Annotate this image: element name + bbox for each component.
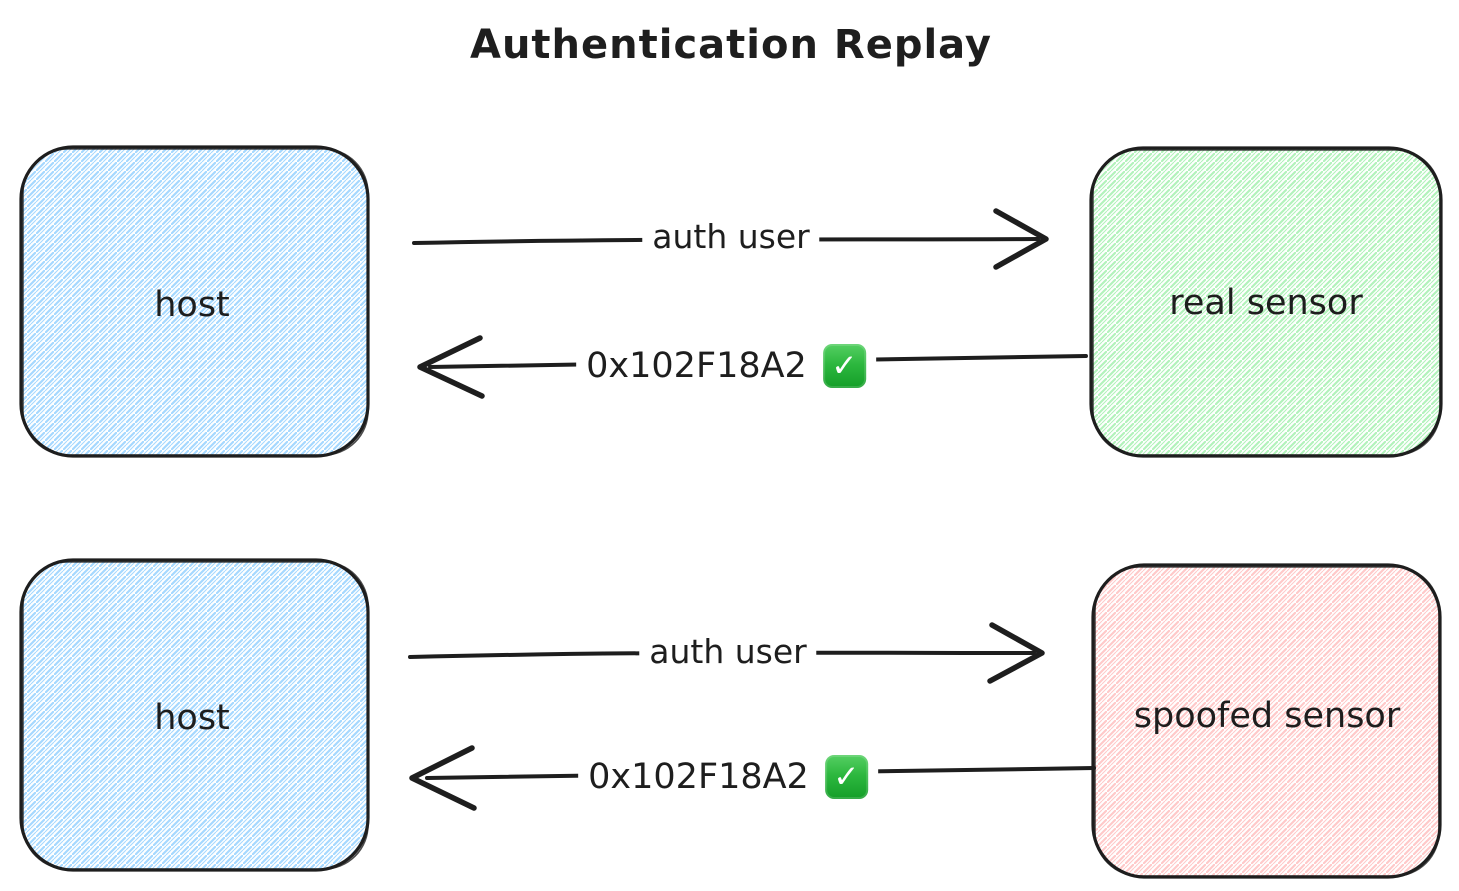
- host-box-label-row1: host: [154, 284, 230, 325]
- check-mark-icon: ✓: [824, 755, 868, 799]
- response-code-text: 0x102F18A2: [586, 345, 807, 386]
- check-glyph: ✓: [831, 347, 858, 384]
- host-box-label-row2: host: [154, 697, 230, 738]
- spoofed-sensor-box: [1091, 563, 1442, 879]
- host-box-row1: [19, 145, 370, 458]
- real-sensor-box: [1089, 146, 1443, 458]
- auth-request-arrow-label-row1: auth user: [642, 216, 820, 258]
- auth-response-arrow-label-row2: 0x102F18A2 ✓: [578, 753, 878, 801]
- diagram-title: Authentication Replay: [470, 22, 992, 68]
- real-sensor-box-label: real sensor: [1169, 282, 1363, 323]
- check-glyph: ✓: [833, 758, 860, 795]
- auth-request-arrow-label-row2: auth user: [639, 631, 817, 673]
- auth-response-arrow-label-row1: 0x102F18A2 ✓: [576, 342, 876, 390]
- response-code-text: 0x102F18A2: [588, 756, 809, 797]
- check-mark-icon: ✓: [822, 344, 866, 388]
- spoofed-sensor-box-label: spoofed sensor: [1133, 695, 1401, 736]
- host-box-row2: [19, 558, 370, 872]
